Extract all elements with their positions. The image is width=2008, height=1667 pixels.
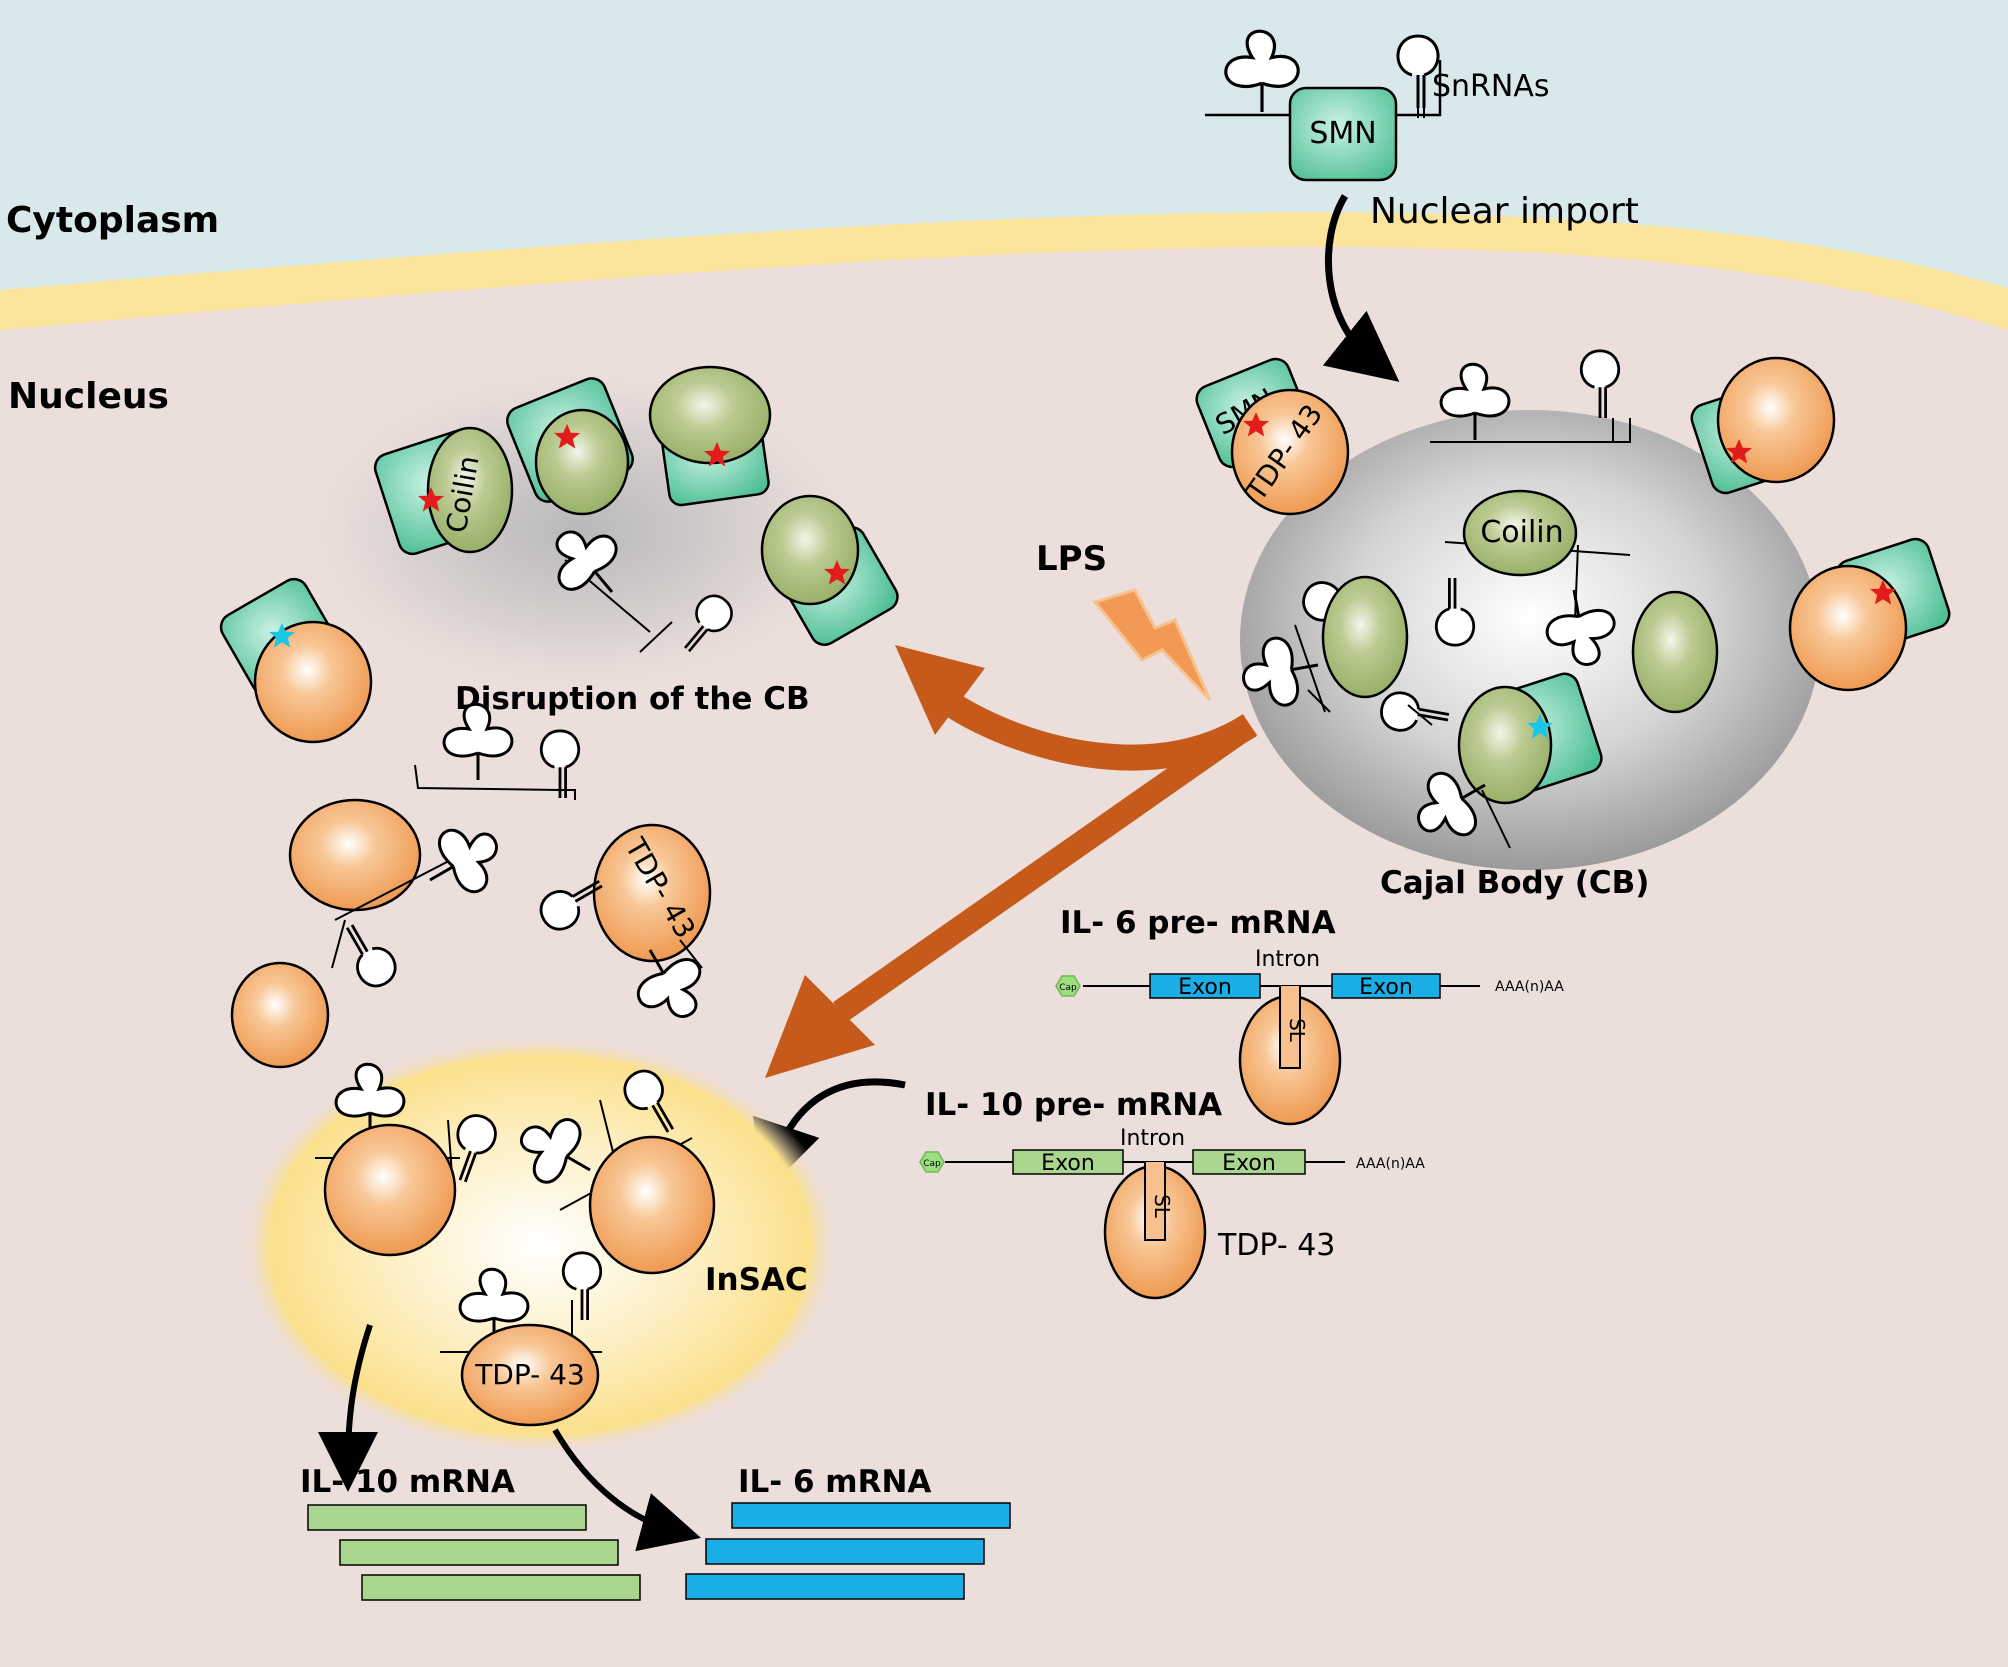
il6-exon-1-label: Exon: [1178, 975, 1232, 1000]
il10-tdp43-label: TDP- 43: [1217, 1228, 1335, 1263]
il6-mrna-strand-3: [685, 1573, 965, 1600]
il6-pre-mrna: IL- 6 pre- mRNA Intron Cap Exon Exon AAA…: [1055, 905, 1564, 1126]
arrow-to-insac-head: [765, 975, 875, 1078]
il6-polya-label: AAA(n)AA: [1495, 979, 1564, 995]
il10-cap-label: Cap: [923, 1159, 941, 1169]
smn-tdp43-complexes-right: [1690, 356, 1951, 692]
disruption-label: Disruption of the CB: [455, 681, 810, 717]
free-snrna-top: [1430, 349, 1631, 443]
coilin-label-cb: Coilin: [1480, 515, 1563, 550]
tdp43-label-insac: TDP- 43: [474, 1358, 585, 1391]
il10-exon-2-label: Exon: [1222, 1151, 1276, 1176]
il10-exon-1-label: Exon: [1041, 1151, 1095, 1176]
insac-components: TDP- 43: [315, 1062, 716, 1427]
nuclear-import-arrow: [1322, 194, 1400, 382]
arrow-to-disruption-head: [895, 645, 985, 735]
snrna-smn-import-complex: SMN SnRNAs Nuclear import: [1205, 29, 1639, 382]
il10-mrna-strand-3: [361, 1574, 641, 1601]
disrupted-cb-components: Coilin: [373, 365, 899, 661]
insac-to-il10-mrna-arrow: [318, 1324, 379, 1492]
il6-exon-1: [1149, 973, 1261, 999]
smn-tdp43-complex-left: [219, 577, 373, 744]
il10-mrna-label: IL- 10 mRNA: [300, 1464, 515, 1500]
lps-label: LPS: [1036, 539, 1107, 579]
cytoplasm-label: Cytoplasm: [6, 200, 219, 241]
il6-mrna-strand-1: [731, 1502, 1011, 1529]
il10-intron-label: Intron: [1120, 1126, 1185, 1151]
il6-exon-2: [1331, 973, 1441, 999]
il6-mrna-strand-2: [705, 1538, 985, 1565]
il6-intron-label: Intron: [1255, 947, 1320, 972]
il6-cap-label: Cap: [1059, 983, 1077, 993]
insac-to-il6-mrna-arrow: [552, 1428, 701, 1552]
il10-polya-label: AAA(n)AA: [1356, 1156, 1425, 1172]
il10-cap-icon: [919, 1151, 945, 1173]
smn-tdp43-complex-top: SMN TDP- 43: [1195, 357, 1350, 516]
il6-cap-icon: [1055, 975, 1081, 997]
arrow-to-insac: [833, 715, 1257, 1022]
cajal-body: [1240, 410, 1820, 870]
il6-sl-label: SL: [1285, 1018, 1309, 1043]
il10-exon-2: [1192, 1149, 1306, 1175]
cajal-body-label: Cajal Body (CB): [1380, 865, 1649, 901]
lps-lightning-icon: [1092, 588, 1212, 702]
il6-mrna-label: IL- 6 mRNA: [738, 1464, 931, 1500]
smn-label: SMN: [1309, 116, 1376, 151]
il10-pre-mrna-label: IL- 10 pre- mRNA: [925, 1087, 1222, 1123]
cajal-body-components: Coilin: [1236, 489, 1719, 854]
smn-protein: [1288, 86, 1398, 182]
nuclear-import-label: Nuclear import: [1370, 191, 1639, 232]
il10-mrna-strand-2: [339, 1539, 619, 1566]
nucleus-label: Nucleus: [8, 376, 169, 417]
il10-sl-label: SL: [1150, 1194, 1174, 1219]
insac-label: InSAC: [705, 1262, 808, 1298]
cytoplasm-background: [0, 0, 2008, 290]
il6-exon-2-label: Exon: [1359, 975, 1413, 1000]
il10-pre-mrna: IL- 10 pre- mRNA Intron Cap Exon Exon AA…: [919, 1087, 1425, 1300]
il10-exon-1: [1012, 1149, 1124, 1175]
il10-mrna-strand-1: [307, 1504, 587, 1531]
il6-pre-mrna-label: IL- 6 pre- mRNA: [1060, 905, 1336, 941]
snrnas-label: SnRNAs: [1432, 69, 1550, 104]
free-tdp43-and-snrnas: TDP- 43: [230, 702, 719, 1069]
